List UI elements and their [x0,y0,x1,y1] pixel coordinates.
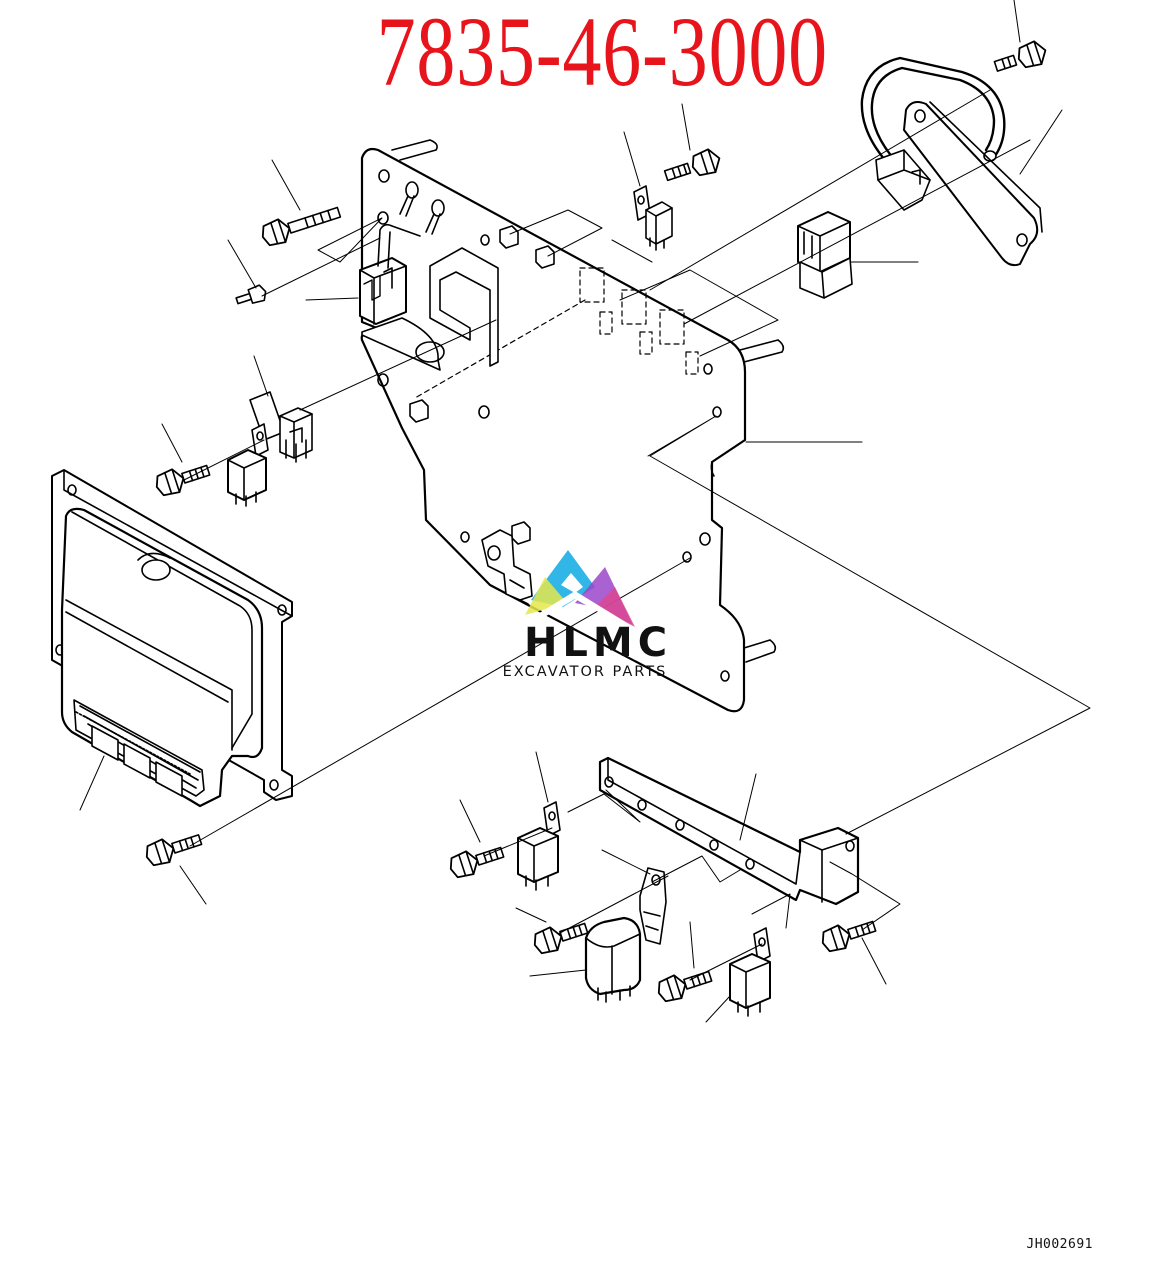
bolt [993,40,1047,72]
bolt [663,148,721,182]
relay-left [227,423,269,507]
bolt [261,206,342,247]
terminal-screw [235,284,267,305]
wire-harness [860,56,1006,211]
brand-name: HLMC [523,620,673,666]
bolt [533,922,589,955]
brand-tagline: EXCAVATOR PARTS [502,664,668,680]
connector-block [359,223,421,325]
bolt [821,920,877,953]
terminal-screws [399,181,445,235]
bolt [155,464,211,497]
relay-bracket [598,756,860,906]
part-number-title: 7835-46-3000 [376,0,828,107]
inner-bracket [361,247,499,371]
drawing-code: JH002691 [1026,1237,1093,1252]
relay-upper-center [633,185,673,251]
relay-left-mid [249,391,313,463]
relay-lower-right [729,927,771,1017]
relay-lower-left [517,801,561,891]
connector-upper-right [797,211,853,299]
bolt [145,834,203,867]
harness-bracket [903,101,1043,267]
leader-lines [79,0,1091,1023]
watermark: HLMC EXCAVATOR PARTS [483,545,683,685]
flasher-unit [584,916,642,1003]
bolt [449,846,505,879]
brand-logo-icon [523,550,637,629]
bolt [657,970,713,1003]
controller [51,469,293,808]
